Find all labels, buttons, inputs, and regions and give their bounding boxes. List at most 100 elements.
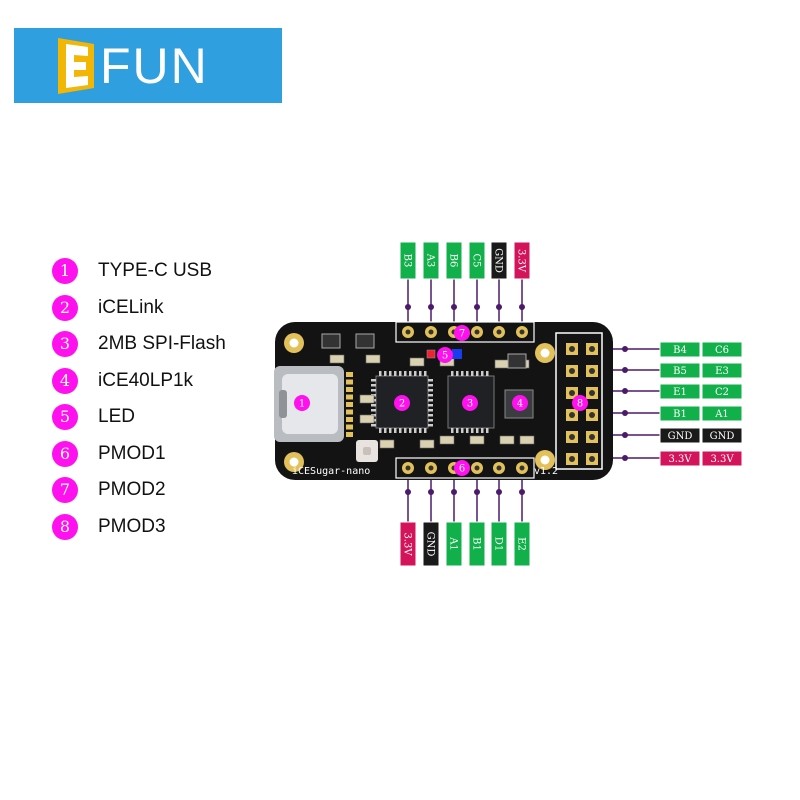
chip-pin [424,428,427,433]
chip-pin [414,428,417,433]
usb-c-slot [279,390,287,418]
chip-pin [424,371,427,376]
header-hole [589,456,595,462]
pin-label-box [659,383,701,400]
chip-pin [428,389,433,392]
leader-dot [622,455,628,461]
leader-dot [405,489,411,495]
header-hole [589,368,595,374]
header-hole [519,329,525,335]
pin-label-text: 3.3V [710,454,734,465]
pin-label-box [701,405,743,422]
pin-label-text: D1 [493,537,504,551]
pin-label-box [422,241,440,280]
smd-ic [355,333,375,349]
pin-label-text: A1 [714,409,729,420]
pin-label-box [659,341,701,358]
smd-pad [346,402,353,407]
legend-label: LED [98,406,135,427]
chip-pin [428,404,433,407]
header-hole [519,465,525,471]
component-marker-label: 3 [467,399,473,410]
chip-pin [389,371,392,376]
pin-label-text: GND [425,532,436,557]
smd-component [329,354,345,364]
pin-label-text: GND [710,431,735,442]
chip-pin [379,371,382,376]
chip-pin [461,371,464,376]
component-marker-label: 6 [459,464,465,475]
smd-pad [346,372,353,377]
legend-number-badge: 1 [52,258,78,284]
chip-pin [461,428,464,433]
pin-label-box [701,362,743,379]
header-hole [405,329,411,335]
pin-label-text: GND [668,431,693,442]
header-hole [569,368,575,374]
legend-label: 2MB SPI-Flash [98,333,226,354]
chip-pin [419,371,422,376]
leader-lines [405,279,660,522]
component-marker [394,395,410,411]
chip-pin [389,428,392,433]
smd-pad [346,394,353,400]
chip-pin [486,371,489,376]
chip-pin [471,428,474,433]
legend-number-badge: 2 [52,294,78,321]
pmod1-header-outline [395,457,535,479]
header-hole [589,412,595,418]
smd-component [365,354,381,364]
component-marker-label: 8 [577,399,583,410]
chip-pin [394,428,397,433]
component-marker [454,460,470,476]
indicator-led [426,349,436,359]
led-component [452,349,462,359]
pin-label-box [701,383,743,400]
leader-dot [496,489,502,495]
leader-dot [622,346,628,352]
chip-pin [481,371,484,376]
smd-component [469,435,485,445]
chip-pin [456,371,459,376]
component-marker [454,325,470,341]
chip-pin [399,371,402,376]
pin-label-text: A3 [425,253,436,268]
chip-pin [371,424,376,427]
chip-pin [486,428,489,433]
smd-ic [321,333,341,349]
pin-label-text: B1 [471,537,482,551]
mounting-hole-center [289,338,299,348]
pmod2-header-outline [395,321,535,343]
legend-label: TYPE-C USB [98,260,213,281]
leader-dot [622,388,628,394]
header-hole [474,329,480,335]
leader-dot [451,489,457,495]
leader-dot [622,410,628,416]
header-hole [569,346,575,352]
legend-item: 3 2MB SPI-Flash [52,329,292,359]
chip-pin [414,371,417,376]
leader-dot [622,432,628,438]
legend-label: iCELink [98,296,164,318]
header-hole [496,329,502,335]
board-version-silkscreen: v1.2 [534,466,558,477]
smd-component [419,439,435,449]
leader-dot [519,489,525,495]
legend-label: PMOD2 [98,479,166,500]
leader-dot [428,489,434,495]
chip-pin [394,371,397,376]
component-marker [462,395,478,411]
pin-label-text: B6 [448,254,459,268]
chip-pin [466,428,469,433]
chip-pin [409,428,412,433]
chip-pin [371,384,376,387]
pin-label-box [490,521,508,567]
pin-label-box [468,241,486,280]
mounting-hole-center [289,457,299,467]
pin-label-text: B1 [673,409,687,420]
chip-pin [379,428,382,433]
legend-number-badge: 3 [52,331,78,357]
